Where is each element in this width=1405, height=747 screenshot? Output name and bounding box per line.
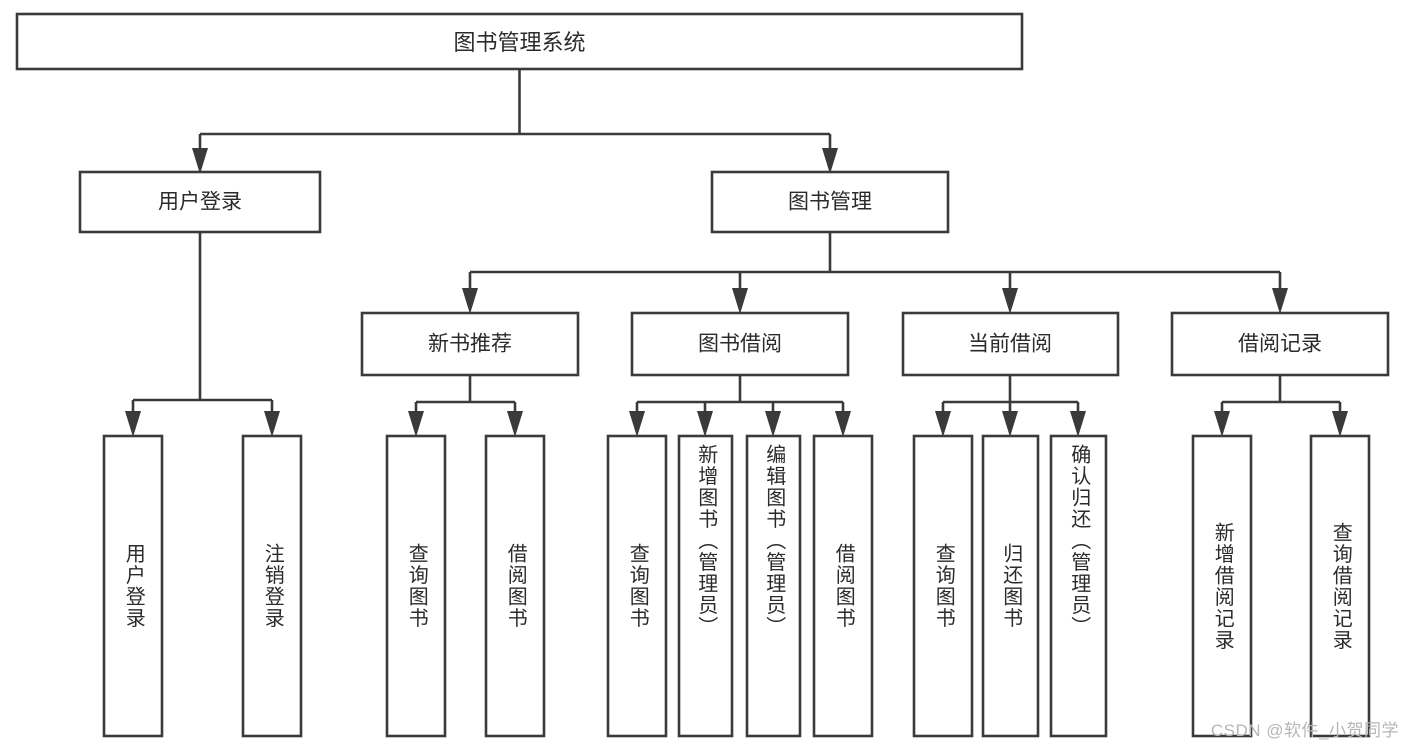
node-book-management-box[interactable]: [710, 170, 950, 234]
arrow-bm-to-br: [1272, 288, 1288, 314]
node-root-label: 图书管理系统: [453, 30, 585, 55]
arrow-nbr-to-leaf1: [408, 411, 424, 437]
arrow-bb-to-leaf2: [697, 411, 713, 437]
leaf-edit-book-box[interactable]: [745, 434, 802, 738]
arrow-cb-to-leaf3: [1070, 411, 1086, 437]
node-user-login-box[interactable]: [78, 170, 322, 234]
arrow-bm-to-nbr: [462, 288, 478, 314]
arrow-bb-to-leaf1: [629, 411, 645, 437]
connector-layer: [125, 69, 1348, 437]
leaf-query-book-3-box[interactable]: [912, 434, 974, 738]
leaf-return-book-box[interactable]: [981, 434, 1040, 738]
csdn-watermark: CSDN @软件_小贺同学: [1210, 721, 1399, 740]
arrow-bb-to-leaf3: [765, 411, 781, 437]
node-book-management-label: 图书管理: [788, 191, 872, 214]
node-layer: 图书管理系统 用户登录 图书管理 新书推荐 图书借阅 当前借阅 借阅记录: [15, 12, 1390, 738]
arrow-bb-to-leaf4: [835, 411, 851, 437]
arrow-bm-to-cb: [1002, 288, 1018, 314]
leaf-borrow-book-2-box[interactable]: [812, 434, 874, 738]
node-book-borrow-label: 图书借阅: [698, 333, 782, 356]
leaf-borrow-book-1-box[interactable]: [484, 434, 546, 738]
leaf-query-book-1-box[interactable]: [385, 434, 447, 738]
arrow-ul-to-leaf2: [264, 411, 280, 437]
leaf-user-login-box[interactable]: [102, 434, 164, 738]
leaf-add-record-box[interactable]: [1191, 434, 1253, 738]
leaf-add-book-box[interactable]: [677, 434, 734, 738]
arrow-cb-to-leaf1: [935, 411, 951, 437]
arrow-root-to-user-login: [192, 148, 208, 174]
arrow-cb-to-leaf2: [1002, 411, 1018, 437]
node-new-book-recommend-label: 新书推荐: [428, 333, 512, 356]
node-book-borrow-box[interactable]: [630, 311, 850, 377]
node-current-borrow-label: 当前借阅: [968, 333, 1052, 356]
leaf-logout-box[interactable]: [241, 434, 303, 738]
node-user-login-label: 用户登录: [158, 191, 242, 214]
node-borrow-record-label: 借阅记录: [1238, 333, 1322, 356]
arrow-root-to-book-management: [822, 148, 838, 174]
node-new-book-recommend-box[interactable]: [360, 311, 580, 377]
arrow-nbr-to-leaf2: [507, 411, 523, 437]
arrow-bm-to-bb: [732, 288, 748, 314]
leaf-query-book-2-box[interactable]: [606, 434, 668, 738]
leaf-confirm-return-box[interactable]: [1049, 434, 1108, 738]
arrow-br-to-leaf1: [1214, 411, 1230, 437]
node-root-box[interactable]: [15, 12, 1024, 71]
node-borrow-record-box[interactable]: [1170, 311, 1390, 377]
arrow-ul-to-leaf1: [125, 411, 141, 437]
leaf-query-record-box[interactable]: [1309, 434, 1371, 738]
arrow-br-to-leaf2: [1332, 411, 1348, 437]
node-current-borrow-box[interactable]: [901, 311, 1120, 377]
